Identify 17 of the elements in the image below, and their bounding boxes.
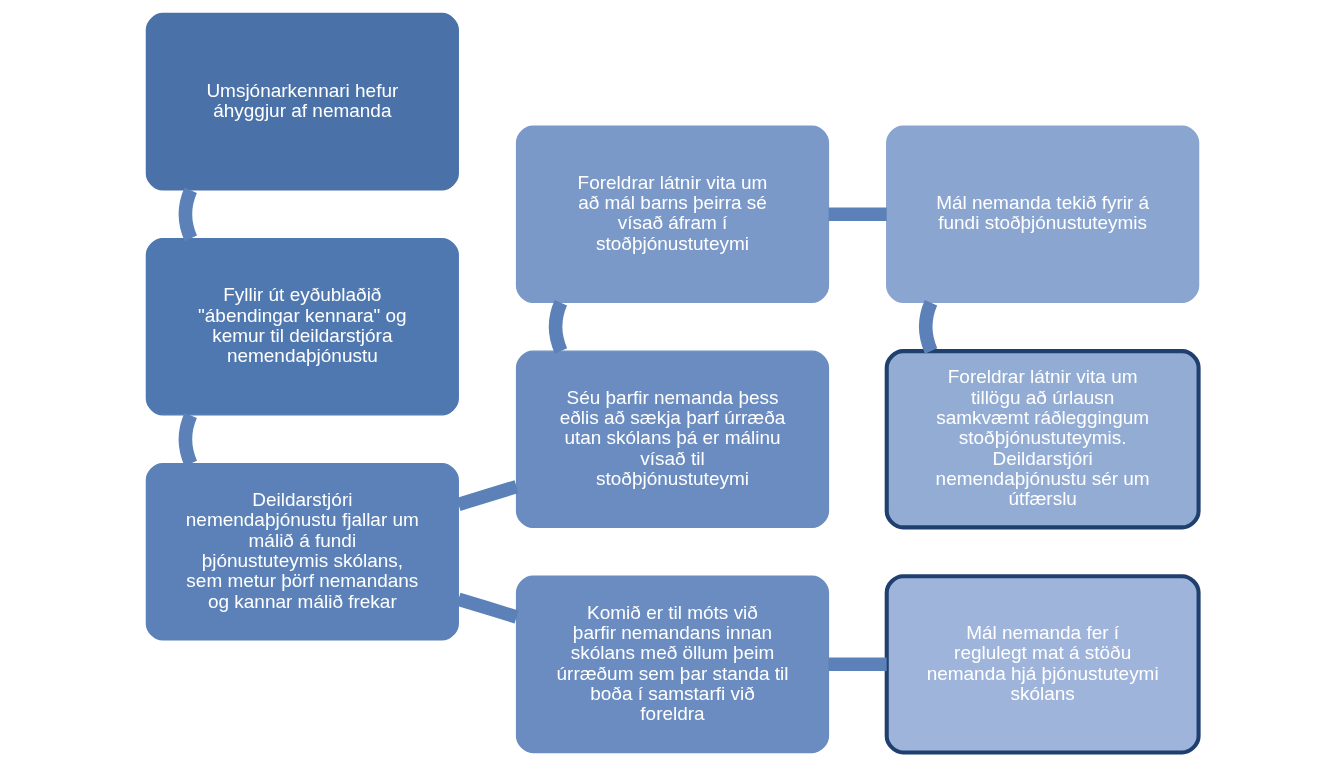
node-box: Komið er til móts við þarfir nemandans innan skólans með öllum þeim úrræðum sem þar standa til boða í samstarfi við foreldra xyxy=(515,575,829,754)
connector xyxy=(178,187,197,241)
node-box: Fyllir út eyðublaðið "ábendingar kennara" og kemur til deildarstjóra nemendaþjónustu xyxy=(145,237,459,416)
connector xyxy=(918,300,937,354)
node-box: Foreldrar látnir vita um að mál barns þeirra sé vísað áfram í stoðþjónustuteymi xyxy=(515,125,829,303)
connector xyxy=(178,412,197,466)
connector xyxy=(828,657,887,672)
node-box: Foreldrar látnir vita um tillögu að úrlausn samkvæmt ráðleggingum stoðþjónustuteymis. Deildarstjóri nemendaþjónustu sér um útfærslu xyxy=(884,349,1201,530)
node-box: Mál nemanda tekið fyrir á fundi stoðþjónustuteymis xyxy=(885,125,1199,303)
node-box: Séu þarfir nemanda þess eðlis að sækja þarf úrræða utan skólans þá er málinu vísað til stoðþjónustuteymi xyxy=(515,350,829,529)
connector xyxy=(548,300,567,354)
node-box: Deildarstjóri nemendaþjónustu fjallar um málið á fundi þjónustuteymis skólans, sem metur þörf nemandans og kannar málið frekar xyxy=(145,463,459,641)
node-box: Mál nemanda fer í reglulegt mat á stöðu nemanda hjá þjónustuteymi skólans xyxy=(884,574,1201,755)
connector xyxy=(456,480,519,511)
connector xyxy=(456,592,519,624)
connector xyxy=(828,207,887,221)
node-box: Umsjónarkennari hefur áhyggjur af nemanda xyxy=(145,12,459,191)
